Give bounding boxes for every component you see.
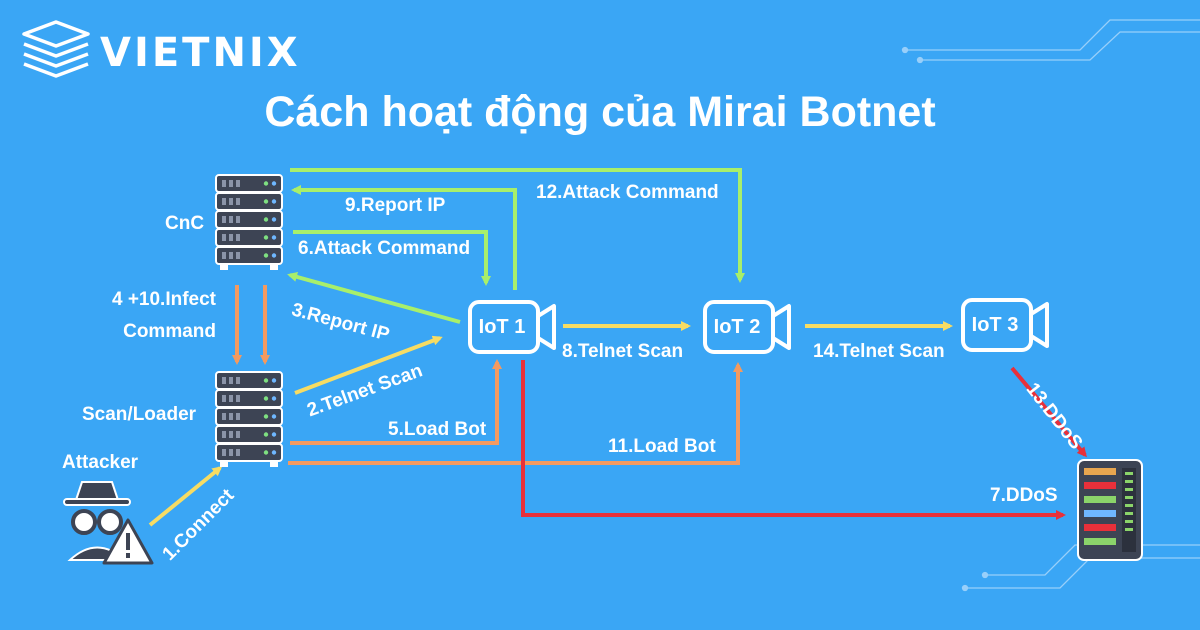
- arrow-7-ddos: [521, 360, 1066, 520]
- step-4-label-line1: 4 +10.Infect: [111, 289, 216, 310]
- arrow-9-report-ip: [291, 185, 517, 290]
- arrow-6-attack-command: [293, 230, 491, 286]
- scan-loader-server-icon: [215, 371, 283, 467]
- cnc-server-icon: [215, 174, 283, 270]
- arrow-3-report-ip: [287, 272, 461, 324]
- iot2-label: IoT 2: [713, 316, 761, 338]
- arrow-5-load-bot: [290, 359, 502, 445]
- arrow-12-attack-command: [290, 168, 745, 283]
- diagram-title: Cách hoạt động của Mirai Botnet: [264, 88, 936, 136]
- warning-triangle-icon: [102, 518, 154, 565]
- target-server-icon: [1077, 459, 1143, 561]
- scan-loader-label: Scan/Loader: [82, 404, 197, 425]
- step-8-label: 8.Telnet Scan: [562, 341, 684, 362]
- iot3-label: IoT 3: [971, 314, 1019, 336]
- step-9-label: 9.Report IP: [345, 195, 446, 216]
- step-12-label: 12.Attack Command: [536, 182, 719, 203]
- decorative-circuit-lines: [901, 19, 1200, 592]
- arrow-2-telnet-scan: [294, 335, 443, 395]
- iot1-label: IoT 1: [478, 316, 526, 338]
- attacker-label: Attacker: [62, 452, 139, 473]
- arrow-11-load-bot: [288, 362, 743, 465]
- step-14-label: 14.Telnet Scan: [813, 341, 945, 362]
- cnc-label: CnC: [165, 213, 205, 234]
- brand-name: VIETNIX: [100, 30, 301, 76]
- arrow-1-connect: [148, 466, 223, 527]
- step-11-label: 11.Load Bot: [608, 436, 716, 457]
- step-7-label: 7.DDoS: [990, 485, 1058, 506]
- step-5-label: 5.Load Bot: [388, 419, 487, 440]
- stacked-layers-logo-icon: [22, 20, 90, 78]
- step-6-label: 6.Attack Command: [298, 238, 471, 259]
- step-4-label-line2: Command: [123, 321, 216, 342]
- arrow-13-ddos: [1010, 366, 1087, 458]
